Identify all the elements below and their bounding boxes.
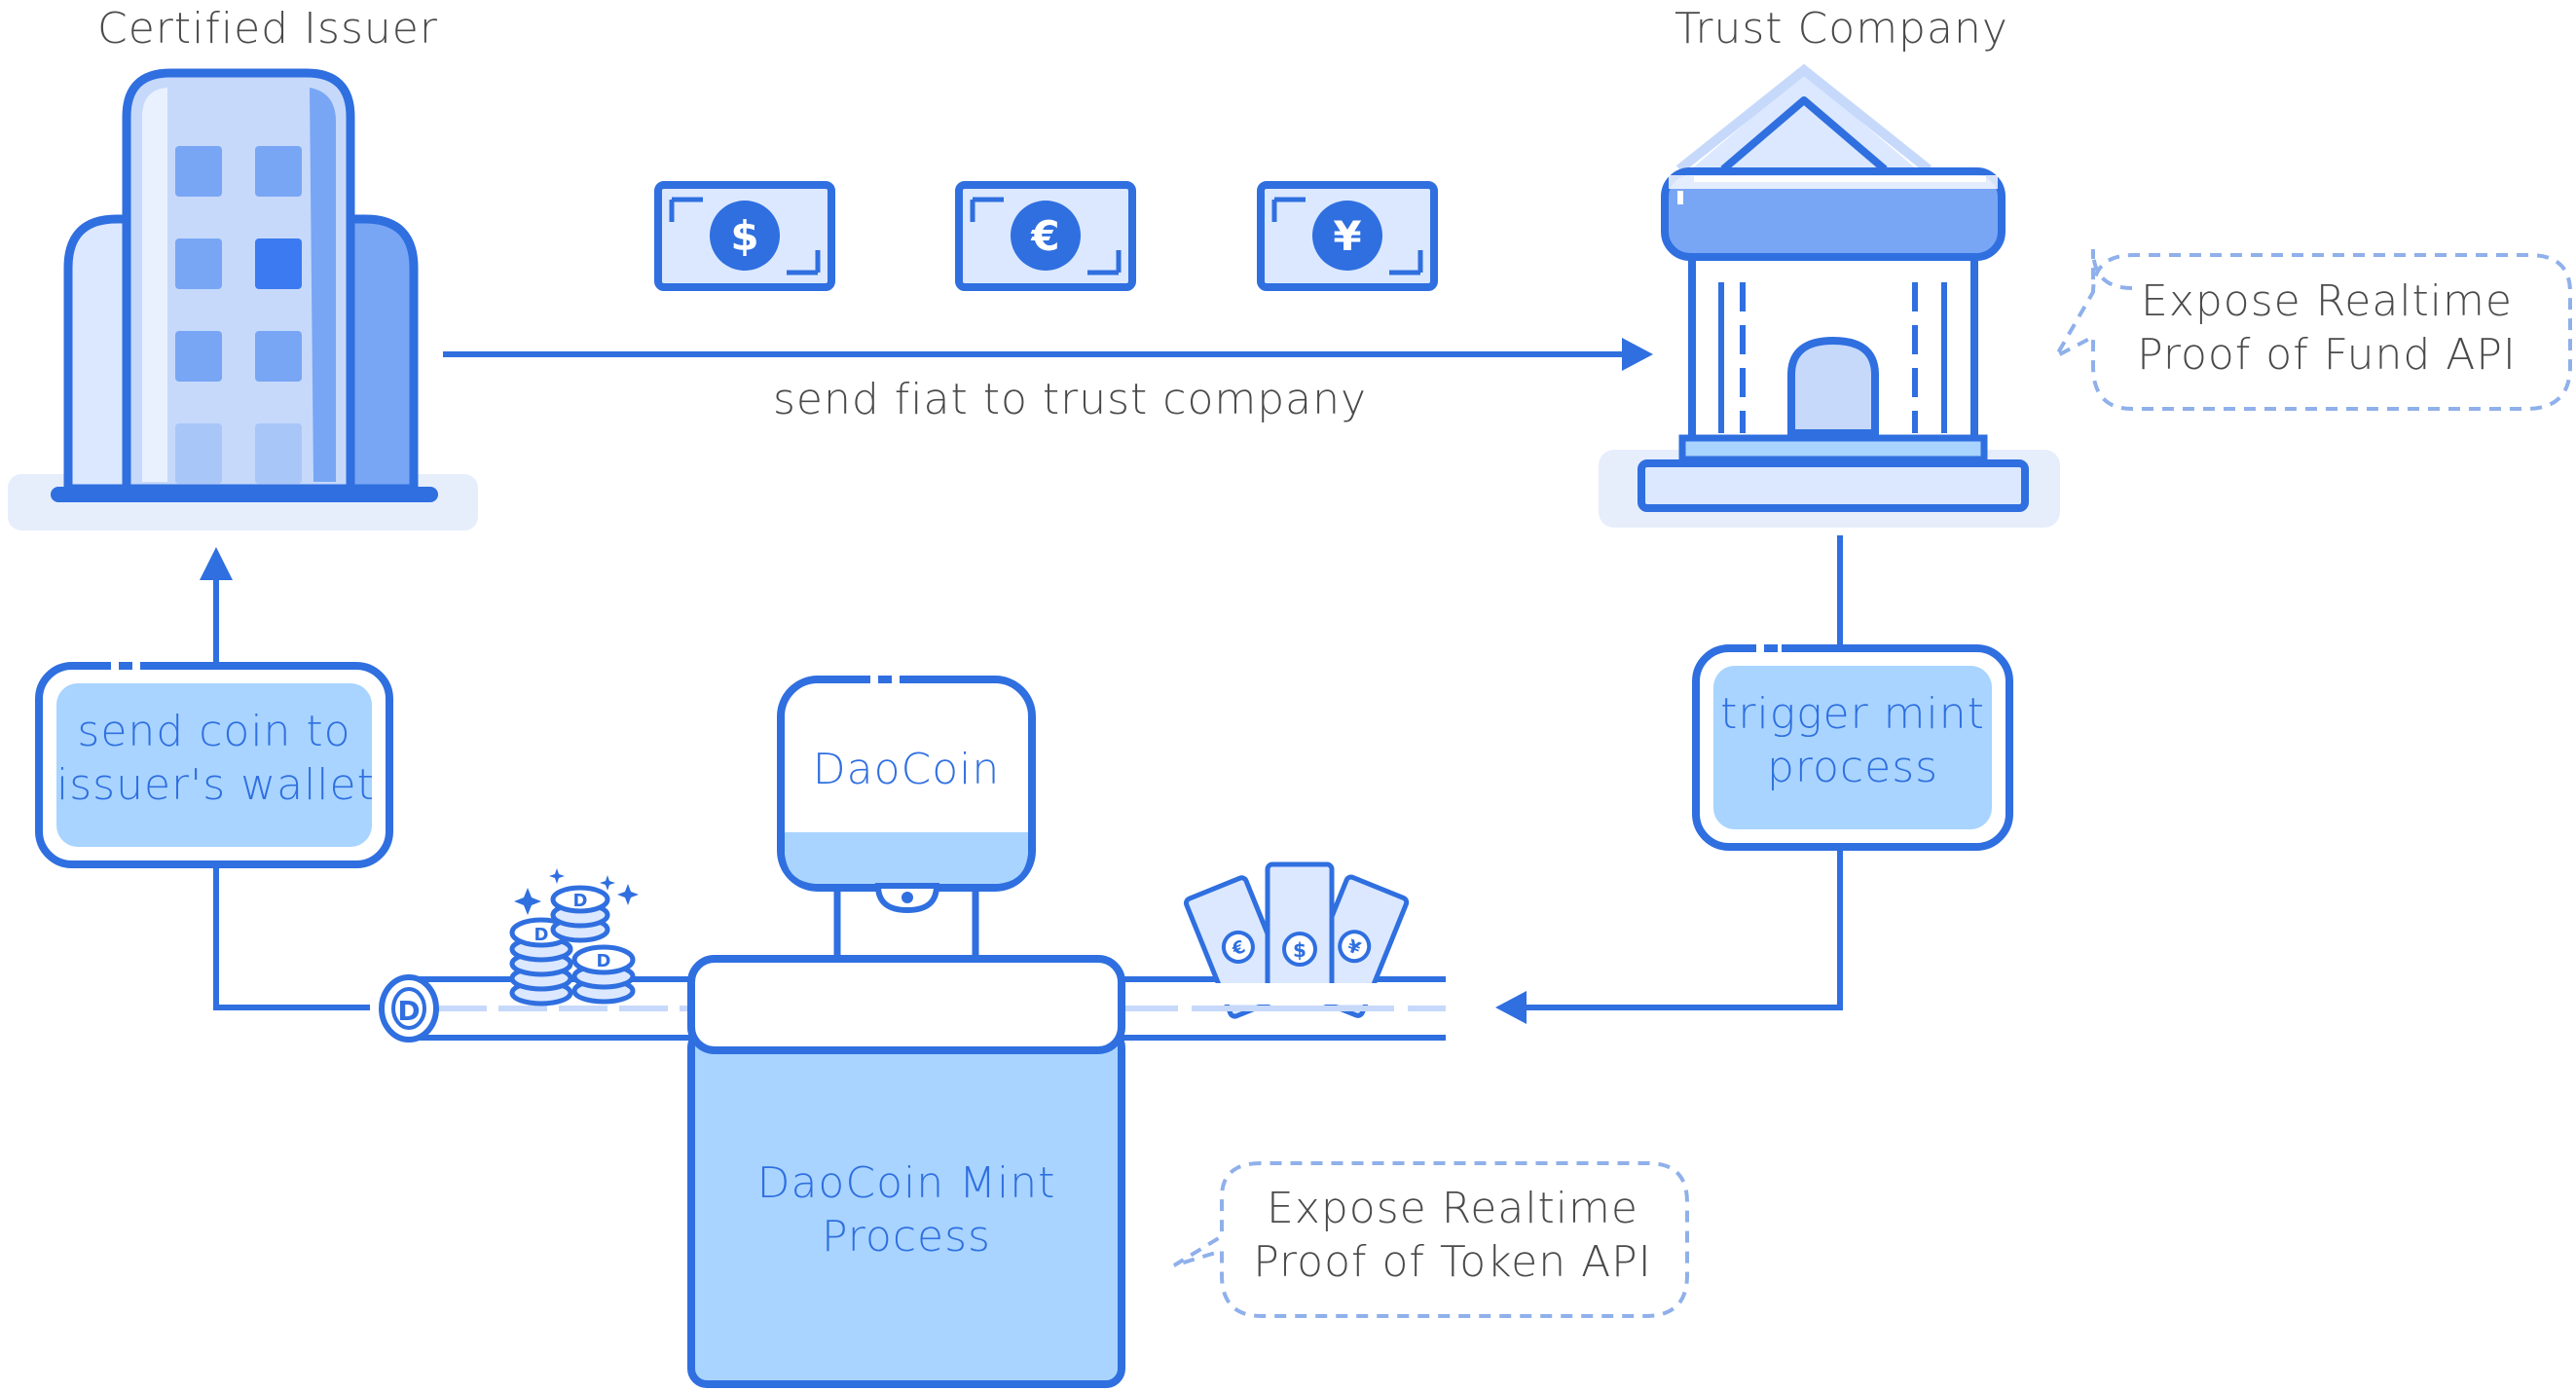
trigger-mint-line-2: process (1766, 743, 1939, 792)
yen-bill-icon: ¥ (1257, 181, 1438, 291)
send-coin-label: send coin to issuer's wallet (56, 705, 375, 812)
send-coin-box (35, 661, 393, 868)
token-api-line-1: Expose Realtime (1267, 1184, 1638, 1233)
euro-bill-icon: € (955, 181, 1136, 291)
daocoin-label: DaoCoin (812, 745, 1001, 794)
token-api-line-2: Proof of Token API (1253, 1237, 1652, 1287)
fund-api-line-1: Expose Realtime (2141, 276, 2513, 326)
token-api-callout: Expose Realtime Proof of Token API (1229, 1182, 1676, 1289)
fund-api-callout: Expose Realtime Proof of Fund API (2113, 275, 2541, 382)
dollar-bill-icon: $ (654, 181, 835, 291)
issuer-title: Certified Issuer (97, 4, 438, 54)
fund-api-line-2: Proof of Fund API (2137, 330, 2517, 380)
mint-process-label: DaoCoin Mint Process (695, 1156, 1118, 1263)
svg-text:D: D (573, 891, 588, 911)
coin-stack-icon: D D D (509, 868, 639, 1007)
send-coin-line-2: issuer's wallet (56, 760, 375, 810)
trust-title: Trust Company (1674, 4, 2008, 54)
svg-text:€: € (1030, 212, 1059, 260)
svg-text:¥: ¥ (1333, 212, 1361, 260)
daocoin-machine (687, 675, 1125, 1388)
issuer-building-icon (8, 68, 478, 531)
trigger-mint-label: trigger mint process (1713, 687, 1992, 794)
bank-building-icon (1599, 63, 2060, 528)
fanned-bills-icon: € ¥ $ (1183, 861, 1410, 1019)
conveyor-pipe: D (379, 974, 1446, 1043)
fund-api-callout-shape (2050, 248, 2572, 411)
svg-text:D: D (597, 951, 611, 971)
svg-text:$: $ (1293, 938, 1306, 962)
fiat-edge-label: send fiat to trust company (773, 375, 1368, 424)
trigger-mint-box (1692, 643, 2013, 851)
svg-text:$: $ (730, 212, 758, 260)
svg-text:D: D (534, 925, 549, 945)
trigger-to-mint-arrow (1519, 849, 1843, 1010)
mint-process-line-1: DaoCoin Mint (756, 1158, 1056, 1208)
token-api-callout-shape (1172, 1161, 1689, 1318)
trigger-mint-line-1: trigger mint (1720, 689, 1985, 739)
svg-text:D: D (397, 995, 420, 1027)
send-coin-line-1: send coin to (77, 707, 351, 756)
mint-process-line-2: Process (822, 1212, 991, 1262)
